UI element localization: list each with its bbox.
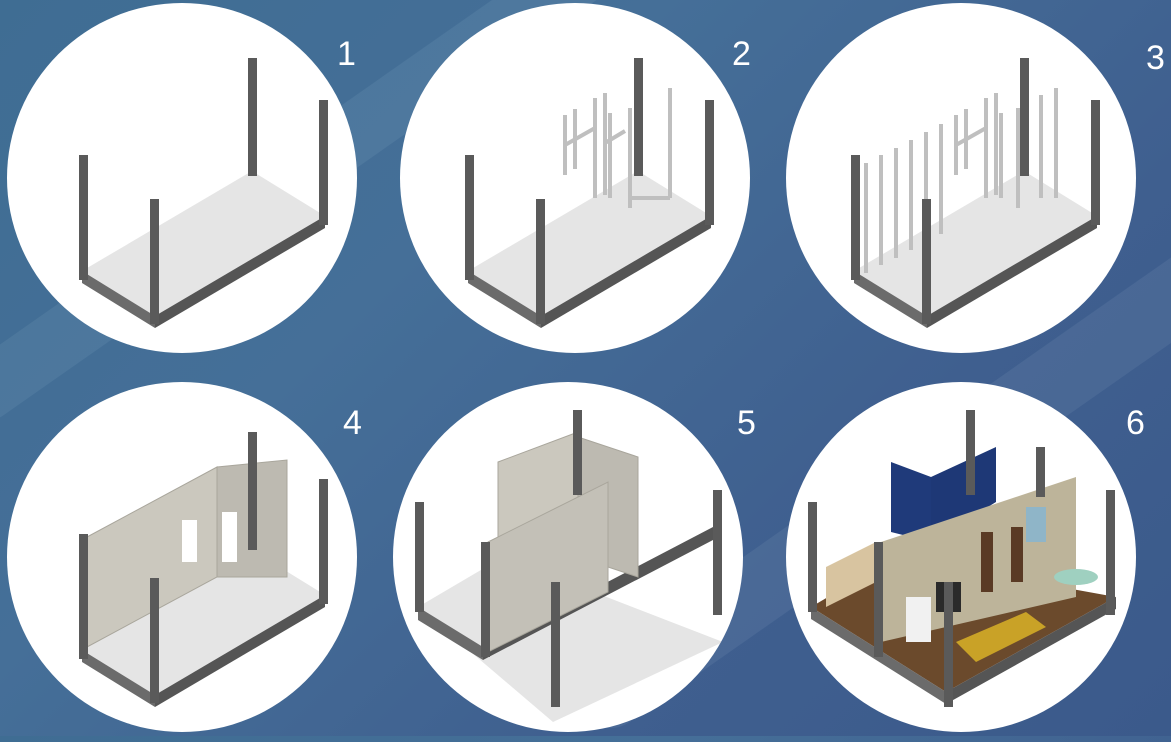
- step-5-panel: 5: [393, 382, 743, 732]
- step-number: 6: [1126, 404, 1145, 443]
- step-circle: [7, 382, 357, 732]
- step-number: 1: [337, 35, 356, 74]
- step-circle: [786, 382, 1136, 732]
- furnished-room-illustration-step-6: [786, 382, 1136, 732]
- frame-illustration-step-1: [7, 3, 357, 353]
- step-number: 2: [732, 35, 751, 74]
- frame-illustration-step-5: [393, 382, 743, 732]
- frame-illustration-step-3: [786, 3, 1136, 353]
- step-2-panel: 2: [400, 3, 750, 353]
- step-number: 5: [737, 404, 756, 443]
- step-number: 3: [1146, 39, 1165, 78]
- step-6-panel: 6: [786, 382, 1136, 732]
- step-3-panel: 3: [786, 3, 1136, 353]
- frame-illustration-step-2: [400, 3, 750, 353]
- step-1-panel: 1: [7, 3, 357, 353]
- step-4-panel: 4: [7, 382, 357, 732]
- step-circle: [400, 3, 750, 353]
- step-circle: [786, 3, 1136, 353]
- step-number: 4: [343, 404, 362, 443]
- frame-illustration-step-4: [7, 382, 357, 732]
- step-circle: [7, 3, 357, 353]
- step-circle: [393, 382, 743, 732]
